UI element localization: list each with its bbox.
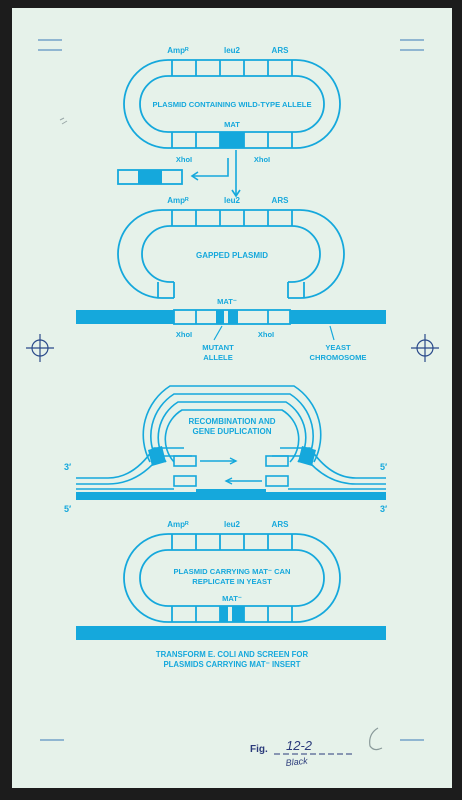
paired-segments xyxy=(173,455,289,487)
figure-note: Black xyxy=(285,756,308,768)
crossover-fill-right xyxy=(298,446,316,466)
yeast-chromosome-final xyxy=(76,626,386,640)
yeast-chromosome-line2: CHROMOSOME xyxy=(310,353,367,362)
end-label-bottom-left: 5′ xyxy=(64,504,71,514)
amp-label-1: Ampᴿ xyxy=(167,46,189,55)
mat-wild-type-gene xyxy=(220,132,244,148)
amp-label-2: Ampᴿ xyxy=(167,196,189,205)
registration-target-left xyxy=(26,334,54,362)
caption-line2: PLASMIDS CARRYING MAT⁻ INSERT xyxy=(163,660,300,669)
mat-mutant-gene-b xyxy=(232,606,244,622)
gapped-plasmid xyxy=(117,209,345,299)
leu2-label-4: leu2 xyxy=(224,520,241,529)
mat-label-1: MAT xyxy=(224,120,240,129)
plasmid-wild-type-title: PLASMID CONTAINING WILD-TYPE ALLELE xyxy=(152,100,311,109)
yeast-chromosome-1 xyxy=(76,309,386,325)
figure-number: 12-2 xyxy=(286,738,313,753)
crossover-fill-left xyxy=(148,446,166,466)
recombination-title-line2: GENE DUPLICATION xyxy=(193,427,272,436)
mat-minus-label-4: MAT⁻ xyxy=(222,594,242,603)
caption-line1: TRANSFORM E. COLI AND SCREEN FOR xyxy=(156,650,309,659)
excised-fragment xyxy=(117,169,183,185)
amp-label-4: Ampᴿ xyxy=(167,520,189,529)
mat-mutant-gene-a xyxy=(220,606,228,622)
smudge-mark xyxy=(59,117,68,125)
ars-label-1: ARS xyxy=(272,46,290,55)
arrow-to-fragment xyxy=(190,158,229,181)
pencil-mark xyxy=(369,727,383,751)
ars-label-4: ARS xyxy=(272,520,290,529)
xhol-label-2-right: XhoI xyxy=(258,330,274,339)
xhol-label-2-left: XhoI xyxy=(176,330,192,339)
leu2-label-1: leu2 xyxy=(224,46,241,55)
mutant-plasmid-title-line1: PLASMID CARRYING MAT⁻ CAN xyxy=(173,567,290,576)
gapped-plasmid-title: GAPPED PLASMID xyxy=(196,251,268,260)
xhol-label-1-left: XhoI xyxy=(176,155,192,164)
leu2-label-2: leu2 xyxy=(224,196,241,205)
mutant-allele-line2: ALLELE xyxy=(203,353,233,362)
crop-marks xyxy=(38,39,424,741)
chromosome-duplex xyxy=(76,488,386,500)
mutant-pointer xyxy=(213,325,223,341)
end-label-top-left: 3′ xyxy=(64,462,71,472)
mutant-plasmid-title-line2: REPLICATE IN YEAST xyxy=(192,577,272,586)
yeast-chromosome-line1: YEAST xyxy=(325,343,351,352)
figure-label-prefix: Fig. xyxy=(250,744,268,755)
end-label-top-right: 5′ xyxy=(380,462,387,472)
recombination-title-line1: RECOMBINATION AND xyxy=(188,417,275,426)
ars-label-2: ARS xyxy=(272,196,290,205)
mat-minus-label-2: MAT⁻ xyxy=(217,297,237,306)
yeast-pointer xyxy=(329,325,335,341)
recombination-structure xyxy=(142,385,322,463)
mutant-allele-line1: MUTANT xyxy=(202,343,234,352)
strand-arrows xyxy=(200,457,262,485)
registration-target-right xyxy=(411,334,439,362)
arrow-down xyxy=(231,150,241,198)
end-label-bottom-right: 3′ xyxy=(380,504,387,514)
xhol-label-1-right: XhoI xyxy=(254,155,270,164)
